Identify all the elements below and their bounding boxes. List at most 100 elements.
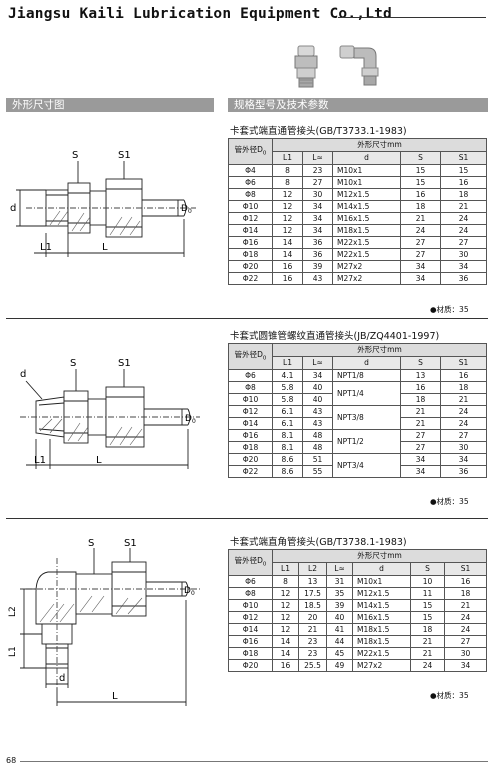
table-cell: 43 [302, 272, 333, 285]
table-cell: 27 [400, 429, 441, 442]
table-cell: M27x2 [332, 272, 401, 285]
label-s1: S1 [118, 150, 131, 161]
table-cell: Φ6 [228, 369, 273, 382]
table-cell: 5.8 [272, 381, 303, 394]
table-cell: 4.1 [272, 369, 303, 382]
table-cell: 16 [440, 369, 487, 382]
table-cell: 8 [272, 176, 303, 189]
table-cell: 34 [400, 465, 441, 478]
table-cell: 23 [298, 635, 327, 648]
table-cell: 11 [410, 587, 445, 600]
table-cell: 25.5 [298, 659, 327, 672]
table-cell: M10x1 [332, 176, 401, 189]
table-cell: 36 [440, 465, 487, 478]
table-cell: Φ16 [228, 236, 273, 249]
table-cell: 31 [326, 575, 353, 588]
table-cell: 24 [440, 417, 487, 430]
table-cell: 15 [410, 599, 445, 612]
label-d0: D0 [181, 204, 192, 215]
od-header: 管外径D0 [228, 343, 273, 370]
label-l2: L2 [8, 606, 18, 617]
table-cell: 8.6 [272, 453, 303, 466]
label-d: d [59, 673, 65, 684]
table-cell: 48 [302, 429, 333, 442]
table-cell: 8.1 [272, 429, 303, 442]
label-l: L [112, 691, 118, 702]
table-cell: 30 [440, 441, 487, 454]
table-cell: 15 [400, 164, 441, 177]
table-cell: 34 [302, 212, 333, 225]
table-cell: 18 [440, 188, 487, 201]
table-cell: 23 [298, 647, 327, 660]
table-cell: Φ14 [228, 417, 273, 430]
label-d0: D0 [184, 586, 195, 597]
material-note-2: ●材质：35 [430, 497, 469, 506]
dim-group-header: 外形尺寸mm [272, 138, 487, 152]
table-cell: Φ20 [228, 659, 273, 672]
dim-group-header: 外形尺寸mm [271, 549, 488, 563]
table-cell: Φ14 [228, 224, 273, 237]
table-cell: M18x1.5 [332, 224, 401, 237]
table-cell: M14x1.5 [352, 599, 411, 612]
table-cell: 18 [443, 587, 488, 600]
table-cell: Φ4 [228, 164, 273, 177]
table-cell: 16 [443, 575, 488, 588]
table-cell: 18 [440, 381, 487, 394]
table-cell: M12x1.5 [352, 587, 411, 600]
table-cell: Φ12 [228, 611, 273, 624]
table-cell: M22x1.5 [332, 236, 401, 249]
table-cell: M16x1.5 [332, 212, 401, 225]
table-cell: Φ8 [228, 188, 273, 201]
table-cell: 12 [272, 200, 303, 213]
table-cell: Φ6 [228, 575, 273, 588]
table-cell: NPT1/4 [332, 381, 401, 406]
table-cell: 49 [326, 659, 353, 672]
table-cell: Φ10 [228, 393, 273, 406]
table-cell: 48 [302, 441, 333, 454]
table-cell: 45 [326, 647, 353, 660]
table-cell: 27 [443, 635, 488, 648]
label-d: d [10, 203, 16, 214]
label-l1: L1 [40, 242, 52, 253]
table-cell: 44 [326, 635, 353, 648]
table-cell: M22x1.5 [332, 248, 401, 261]
table-cell: 15 [440, 164, 487, 177]
table-cell: 12 [272, 587, 299, 600]
section-bar-specs: 规格型号及技术参数 [228, 98, 488, 112]
table-cell: Φ8 [228, 587, 273, 600]
table-cell: M10x1 [332, 164, 401, 177]
table-cell: M27x2 [332, 260, 401, 273]
table-cell: 24 [440, 224, 487, 237]
label-s1: S1 [118, 358, 131, 369]
table-cell: 13 [400, 369, 441, 382]
elbow-fitting-photo [339, 45, 379, 86]
divider-2 [6, 518, 488, 519]
table-cell: 12 [272, 212, 303, 225]
table-cell: 21 [400, 212, 441, 225]
section-bar-outline: 外形尺寸图 [6, 98, 214, 112]
table-cell: 34 [400, 272, 441, 285]
label-l1: L1 [34, 455, 46, 466]
table-cell: Φ18 [228, 441, 273, 454]
table-cell: 14 [272, 647, 299, 660]
label-s: S [70, 358, 76, 369]
table-cell: 16 [272, 272, 303, 285]
table-cell: 12 [272, 599, 299, 612]
table-cell: 36 [302, 236, 333, 249]
table-cell: 16 [272, 260, 303, 273]
table-cell: 27 [400, 248, 441, 261]
table-cell: 21 [440, 200, 487, 213]
section-1-title: 卡套式端直通管接头(GB/T3733.1-1983) [230, 126, 407, 137]
table-cell: 51 [302, 453, 333, 466]
table-cell: NPT3/8 [332, 405, 401, 430]
